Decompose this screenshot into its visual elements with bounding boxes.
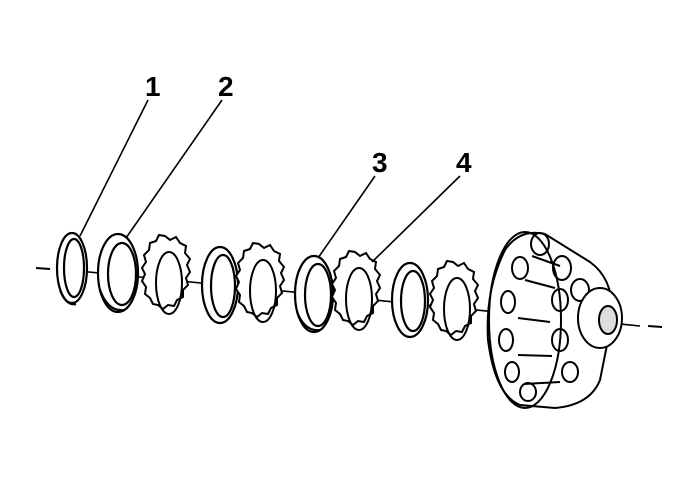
leader-lines [79,99,461,263]
callout-2: 2 [218,71,234,102]
leader-line-2 [125,99,223,239]
callout-4: 4 [456,147,472,178]
ring-2 [96,232,140,314]
friction-plate-1 [140,233,192,315]
clutch-hub [486,231,623,410]
leader-line-4 [371,175,461,263]
friction-plate-3 [330,249,382,331]
callout-3: 3 [372,147,388,178]
ring-3 [293,254,335,334]
friction-plate-2 [234,241,286,323]
callout-1: 1 [145,71,161,102]
leader-line-3 [317,175,376,259]
friction-plate-4 [428,259,480,341]
steel-plate-1 [200,245,240,325]
leader-line-1 [79,99,149,237]
seal-ring-1 [55,231,89,306]
steel-plate-2 [390,261,430,339]
